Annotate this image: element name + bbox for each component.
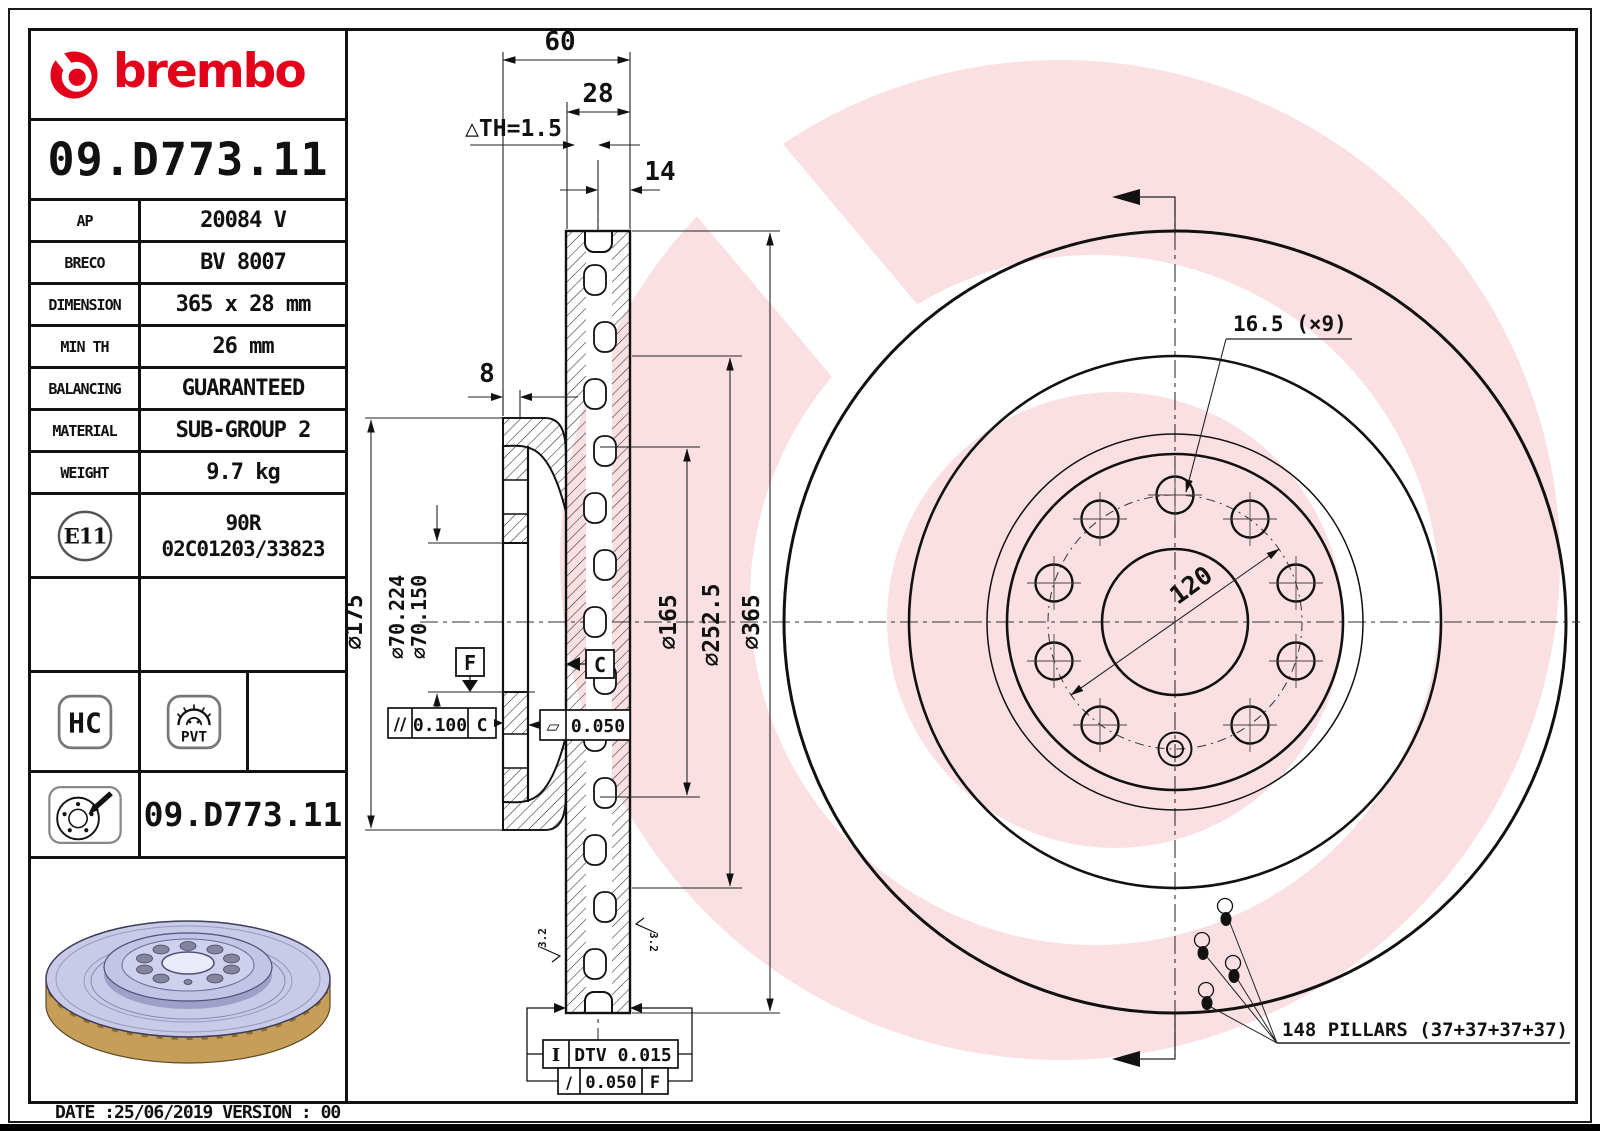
spec-label: AP [31, 201, 141, 240]
spec-row-balancing: BALANCING GUARANTEED [31, 369, 345, 411]
brembo-watermark [560, 60, 1560, 1060]
dim-60-label: 60 [544, 28, 575, 57]
pvt-badge-icon: PVT [166, 694, 221, 749]
svg-text:C: C [594, 653, 606, 677]
spec-value: 9.7 kg [206, 460, 280, 485]
cross-section-view [501, 229, 632, 1015]
svg-text:16.5 (×9): 16.5 (×9) [1233, 312, 1347, 336]
spec-value: 365 x 28 mm [175, 292, 312, 317]
footer-part-row: 09.D773.11 [31, 773, 345, 859]
fcf-flatness: ▱ 0.050 [528, 709, 631, 741]
spec-value: SUB-GROUP 2 [175, 418, 312, 443]
svg-text:▱: ▱ [546, 717, 560, 737]
dim-28-label: 28 [582, 79, 613, 109]
svg-text:C: C [477, 715, 488, 736]
hc-badge-icon: HC [57, 694, 112, 749]
part-number-row: 09.D773.11 [31, 121, 345, 201]
view-arrow-bottom [1112, 1014, 1176, 1067]
svg-text:I: I [552, 1045, 560, 1066]
spec-value: GUARANTEED [181, 376, 305, 401]
part-number: 09.D773.11 [47, 133, 329, 186]
spec-row-ap: AP 20084 V [31, 201, 345, 243]
dim-8-label: 8 [479, 359, 495, 389]
svg-text:DTV 0.015: DTV 0.015 [574, 1045, 672, 1066]
spec-label: MATERIAL [31, 411, 141, 450]
approval-line1: 90R [225, 510, 262, 535]
datum-c: C [566, 649, 615, 679]
disc-3d-image [45, 920, 331, 1064]
datum-f: F [455, 647, 485, 692]
approval-value: 90R 02C01203/33823 [141, 495, 345, 576]
dia-365-label: ⌀365 [739, 594, 765, 649]
svg-text:0.050: 0.050 [585, 1073, 636, 1093]
spec-value: 20084 V [200, 208, 287, 233]
dtv-runout-frames: I DTV 0.015 / 0.050 F [526, 1003, 693, 1095]
svg-text:/: / [566, 1073, 572, 1092]
cross-section-dimensions [365, 52, 780, 1014]
svg-text:E11: E11 [63, 524, 106, 549]
roughness-right: 3.2 [634, 917, 660, 952]
small-dim-arrows [491, 141, 642, 401]
badges-row: HC PVT [31, 673, 345, 773]
spec-row-minth: MIN TH 26 mm [31, 327, 345, 369]
disc-icon [47, 785, 122, 844]
bolt-hole-note: 16.5 (×9) [1185, 312, 1352, 493]
svg-text:PVT: PVT [180, 729, 206, 745]
view-arrow-top [1112, 189, 1176, 234]
svg-text:148 PILLARS (37+37+37+37): 148 PILLARS (37+37+37+37) [1282, 1019, 1568, 1041]
spec-label: BALANCING [31, 369, 141, 408]
brembo-logo-icon [50, 48, 98, 99]
spec-table: brembo 09.D773.11 AP 20084 V BRECO BV 80… [28, 28, 348, 1104]
dia-165-label: ⌀165 [656, 594, 682, 649]
bottom-edge-bar [0, 1124, 1600, 1131]
technical-drawing: 60 28 △TH=1.5 14 8 ⌀175 ⌀70.224 ⌀70.150 … [348, 28, 1580, 1095]
disc-image-row [31, 859, 345, 1101]
pin-hole [1157, 731, 1193, 767]
fcf-parallelism: // 0.100 C [387, 707, 503, 739]
spec-value: BV 8007 [200, 250, 287, 275]
empty-row [31, 579, 345, 673]
svg-text:HC: HC [68, 706, 102, 739]
svg-text:F: F [650, 1073, 660, 1093]
spec-label: DIMENSION [31, 285, 141, 324]
pillars-note: 148 PILLARS (37+37+37+37) [1193, 897, 1570, 1044]
svg-text:0.100: 0.100 [413, 715, 467, 736]
dim-th-label: △TH=1.5 [465, 116, 562, 142]
spec-row-breco: BRECO BV 8007 [31, 243, 345, 285]
brand-header: brembo [31, 31, 345, 121]
brand-wordmark: brembo [113, 44, 307, 99]
spec-row-weight: WEIGHT 9.7 kg [31, 453, 345, 495]
roughness-left: 3.2 [536, 928, 562, 963]
svg-text:3.2: 3.2 [647, 932, 660, 952]
dia-175-label: ⌀175 [348, 594, 368, 649]
spec-row-dimension: DIMENSION 365 x 28 mm [31, 285, 345, 327]
dim-14-label: 14 [644, 157, 675, 187]
e11-badge-icon: E11 [57, 510, 112, 561]
date-version-line: DATE :25/06/2019 VERSION : 00 [55, 1102, 341, 1123]
svg-text:3.2: 3.2 [536, 928, 549, 948]
front-view: 120 16.5 (×9) [782, 189, 1570, 1067]
footer-part-number: 09.D773.11 [143, 795, 343, 834]
dia-70224-label: ⌀70.224 [385, 575, 409, 659]
svg-text:0.050: 0.050 [571, 716, 625, 737]
svg-text://: // [394, 715, 407, 735]
dia-2525-label: ⌀252.5 [699, 583, 725, 666]
svg-text:F: F [464, 651, 476, 675]
dia-70150-label: ⌀70.150 [407, 575, 431, 659]
spec-row-material: MATERIAL SUB-GROUP 2 [31, 411, 345, 453]
spec-label: BRECO [31, 243, 141, 282]
approval-row: E11 90R 02C01203/33823 [31, 495, 345, 579]
spec-value: 26 mm [212, 334, 274, 359]
approval-line2: 02C01203/33823 [161, 536, 325, 561]
spec-label: MIN TH [31, 327, 141, 366]
spec-label: WEIGHT [31, 453, 141, 492]
